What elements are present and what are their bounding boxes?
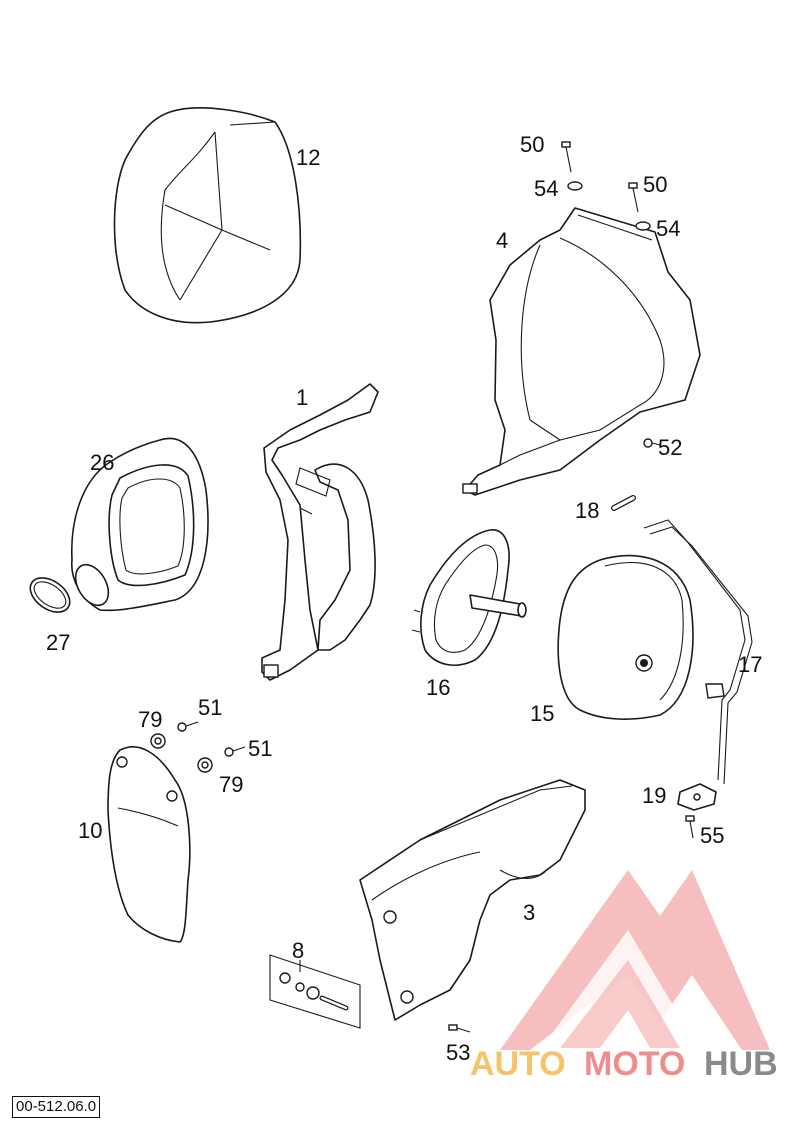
part-1-airbox-frame <box>261 383 379 681</box>
callout-8: 8 <box>292 938 304 963</box>
watermark-auto: AUTO <box>470 1045 566 1083</box>
part-17-filter-bracket <box>643 519 753 785</box>
callout-18: 18 <box>575 498 599 523</box>
callout-4: 4 <box>496 228 508 253</box>
part-18-pin <box>611 495 636 511</box>
callout-54-b: 54 <box>656 216 680 241</box>
part-26-filter-boot <box>71 437 209 612</box>
part-12-airbox-cover <box>113 107 302 324</box>
callout-15: 15 <box>530 701 554 726</box>
callout-27: 27 <box>46 630 70 655</box>
grommet-79-a <box>150 733 166 749</box>
callout-52: 52 <box>658 435 682 460</box>
callout-26: 26 <box>90 450 114 475</box>
part-16-filter-cage <box>411 529 527 666</box>
callout-10: 10 <box>78 818 102 843</box>
watermark-moto: MOTO <box>584 1045 685 1083</box>
grommet-79-b <box>197 757 213 773</box>
callout-16: 16 <box>426 675 450 700</box>
part-3-side-cover <box>359 779 586 1021</box>
screw-52 <box>643 438 661 448</box>
callout-3: 3 <box>523 900 535 925</box>
screw-53 <box>448 1024 471 1033</box>
washer-54-b <box>635 221 651 231</box>
callout-50-a: 50 <box>520 132 544 157</box>
callout-54-a: 54 <box>534 176 558 201</box>
screw-51-b <box>224 746 246 757</box>
part-10-side-cover <box>107 746 191 943</box>
callout-51-a: 51 <box>198 695 222 720</box>
watermark-hub: HUB <box>704 1045 778 1083</box>
screw-50-a <box>561 141 572 173</box>
callout-79-b: 79 <box>219 772 243 797</box>
callout-53: 53 <box>446 1040 470 1065</box>
callout-55: 55 <box>700 823 724 848</box>
screw-55 <box>685 815 695 839</box>
callout-17: 17 <box>738 652 762 677</box>
part-27-hose-clamp <box>29 577 71 613</box>
callout-19: 19 <box>642 783 666 808</box>
part-15-air-filter <box>557 554 694 720</box>
part-8-fastener-kit <box>269 954 361 1029</box>
diagram-code-label: 00-512.06.0 <box>12 1096 101 1118</box>
watermark-text: AUTO MOTO HUB <box>470 1045 778 1083</box>
callout-1: 1 <box>296 385 308 410</box>
screw-51-a <box>177 721 199 732</box>
screw-50-b <box>628 182 639 213</box>
part-19-clip <box>677 783 717 811</box>
callout-51-b: 51 <box>248 736 272 761</box>
callout-12: 12 <box>296 145 320 170</box>
callout-79-a: 79 <box>138 707 162 732</box>
part-4-airbox-housing <box>462 207 701 496</box>
callout-50-b: 50 <box>643 172 667 197</box>
washer-54-a <box>567 181 583 191</box>
watermark-logo <box>500 870 770 1050</box>
